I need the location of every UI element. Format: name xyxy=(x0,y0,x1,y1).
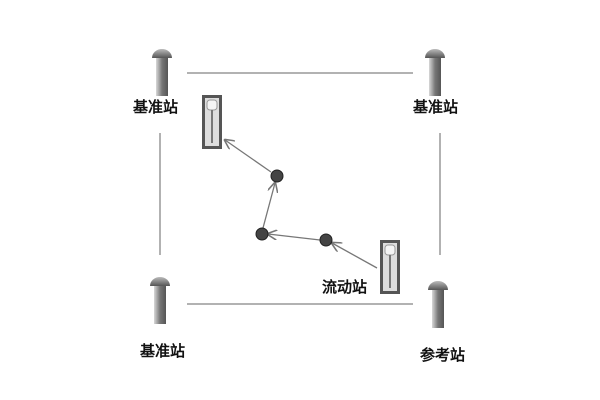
rover-icon-start xyxy=(379,239,401,295)
base-station-icon-bottom-left xyxy=(150,277,170,324)
base-station-icon-top-left xyxy=(152,49,172,96)
path-arrow-2 xyxy=(268,234,321,241)
base-station-label-bottom-left: 基准站 xyxy=(140,342,186,360)
network-lines xyxy=(159,72,441,305)
path-arrow-1 xyxy=(332,243,378,269)
base-station-label-top-right: 基准站 xyxy=(413,98,459,116)
rover-icon-end xyxy=(201,94,223,150)
rover-path xyxy=(225,140,378,269)
path-point xyxy=(319,233,333,247)
path-arrow-3 xyxy=(262,183,275,229)
path-point xyxy=(255,227,269,241)
path-point xyxy=(270,169,284,183)
base-station-icon-top-right xyxy=(425,49,445,96)
base-station-label-top-left: 基准站 xyxy=(133,98,179,116)
rover-label: 流动站 xyxy=(322,278,368,296)
reference-station-icon xyxy=(428,281,448,328)
path-arrow-4 xyxy=(225,140,272,173)
reference-station-label: 参考站 xyxy=(420,346,466,364)
